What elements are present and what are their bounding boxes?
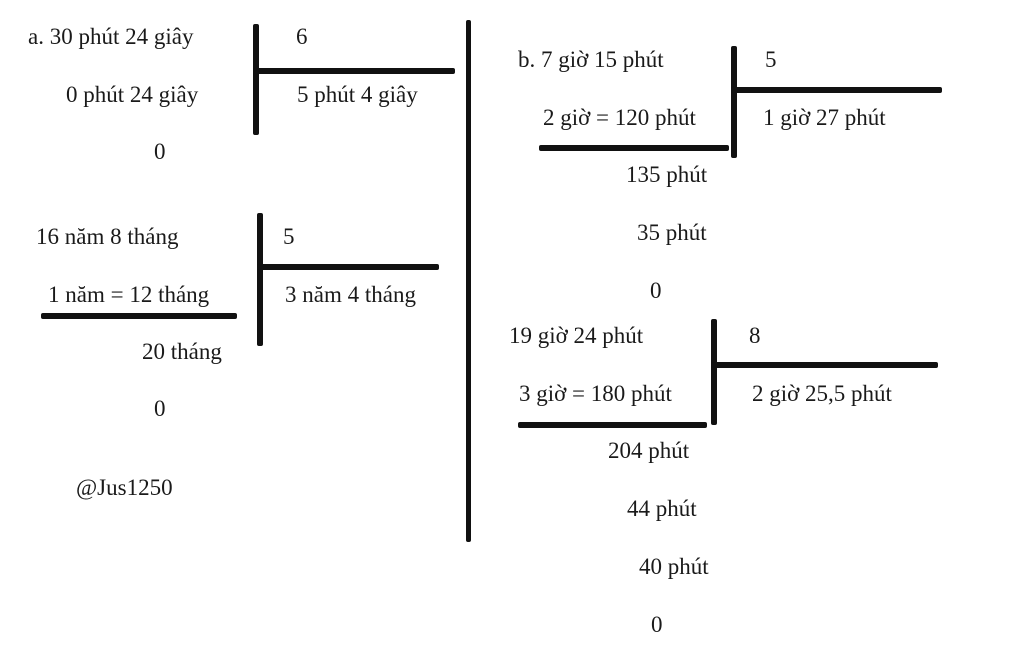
author-watermark: @Jus1250 — [76, 475, 173, 500]
b1-step-2: 35 phút — [637, 220, 707, 245]
a2-remainder-2: 0 — [154, 396, 166, 421]
b2-divisor: 8 — [749, 323, 761, 348]
a1-division-bar-horizontal — [253, 68, 455, 74]
b1-conversion: 2 giờ = 120 phút — [543, 105, 696, 130]
a2-conversion: 1 năm = 12 tháng — [48, 282, 210, 307]
b2-conversion: 3 giờ = 180 phút — [519, 381, 672, 406]
a1-divisor: 6 — [296, 24, 308, 49]
a2-division-bar-vertical — [257, 213, 263, 346]
b1-step-3: 0 — [650, 278, 662, 303]
b1-division-bar-vertical — [731, 46, 737, 158]
b2-division-bar-vertical — [711, 319, 717, 425]
b1-quotient: 1 giờ 27 phút — [763, 105, 886, 130]
b2-division-bar-horizontal — [711, 362, 938, 368]
b2-step-4: 0 — [651, 612, 663, 637]
b1-divisor: 5 — [765, 47, 777, 72]
b1-step-1: 135 phút — [626, 162, 708, 187]
b1-dividend: b. 7 giờ 15 phút — [518, 47, 664, 72]
a1-quotient: 5 phút 4 giây — [297, 82, 418, 107]
a1-remainder-1: 0 phút 24 giây — [66, 82, 199, 107]
a2-quotient: 3 năm 4 tháng — [285, 282, 416, 307]
a2-remainder-1: 20 tháng — [142, 339, 222, 364]
b2-quotient: 2 giờ 25,5 phút — [752, 381, 892, 406]
a2-subtraction-line — [41, 313, 237, 319]
b1-division-bar-horizontal — [731, 87, 942, 93]
b2-step-1: 204 phút — [608, 438, 690, 463]
b2-dividend: 19 giờ 24 phút — [509, 323, 644, 348]
a1-dividend: a. 30 phút 24 giây — [28, 24, 194, 49]
a1-division-bar-vertical — [253, 24, 259, 135]
a2-divisor: 5 — [283, 224, 295, 249]
b1-subtraction-line — [539, 145, 729, 151]
section-divider — [466, 20, 471, 542]
a2-dividend: 16 năm 8 tháng — [36, 224, 179, 249]
b2-step-2: 44 phút — [627, 496, 697, 521]
a1-remainder-2: 0 — [154, 139, 166, 164]
a2-division-bar-horizontal — [257, 264, 439, 270]
b2-step-3: 40 phút — [639, 554, 709, 579]
b2-subtraction-line — [518, 422, 707, 428]
